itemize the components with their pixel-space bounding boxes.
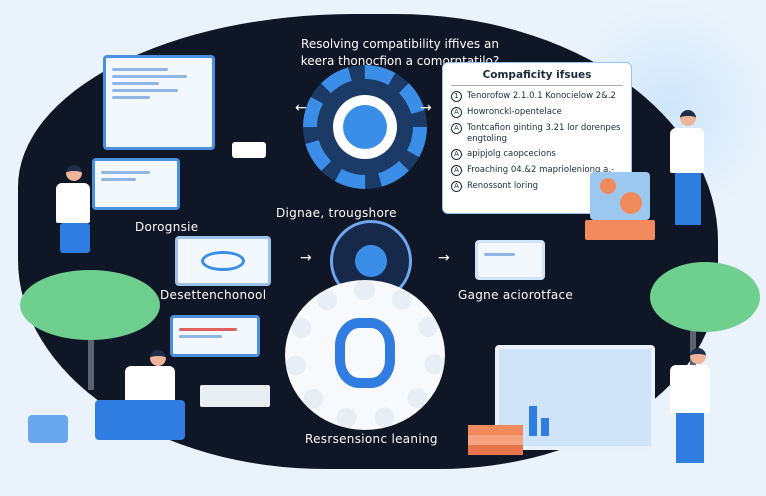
plant-pot xyxy=(28,415,68,443)
blue-gear-icon xyxy=(303,65,427,189)
label-resolution-learning: Resrsensionc leaning xyxy=(305,432,438,446)
steps xyxy=(468,425,523,455)
laptop xyxy=(475,240,545,280)
arrow-right-icon: → xyxy=(420,100,432,116)
person-torso xyxy=(670,128,704,173)
chart-screen xyxy=(170,315,260,357)
issue-item: A Froaching 04.&2 maprioleniong a.- xyxy=(451,165,623,176)
person-legs xyxy=(675,173,701,225)
issue-number: A xyxy=(451,165,462,176)
issue-text: Tenorofow 2.1.0.1 Konocielow 2&.2 xyxy=(467,91,616,101)
label-detection-tool: Desettenchonool xyxy=(160,288,267,302)
person-torso xyxy=(56,183,90,223)
code-screen-top xyxy=(103,55,215,150)
person-head xyxy=(66,165,82,181)
person-legs xyxy=(676,413,704,463)
issue-number: A xyxy=(451,107,462,118)
label-gagne-interface: Gagne aciorotface xyxy=(458,288,574,302)
issue-item: A Howronckl-opentelace xyxy=(451,107,623,118)
person-torso xyxy=(125,366,175,402)
issue-item: A Tontcafion ginting 3.21 lor dorenpes en… xyxy=(451,123,623,144)
person-head xyxy=(680,110,696,126)
label-diagnose: Dorognsie xyxy=(135,220,199,234)
label-diagnose-troubleshoot: Dignae, trougshore xyxy=(276,206,397,220)
chair xyxy=(95,400,185,440)
person-head xyxy=(150,350,166,366)
person-torso xyxy=(670,365,710,413)
white-gear-icon xyxy=(285,280,445,430)
tree-right xyxy=(650,262,760,332)
issue-number: A xyxy=(451,149,462,160)
chair xyxy=(60,223,90,253)
issue-text: apipjolg caopcecions xyxy=(467,149,556,159)
arrow-left-icon: ← xyxy=(295,100,307,116)
small-card xyxy=(232,142,266,158)
desk-drawing xyxy=(200,385,270,407)
arrow-right-icon: → xyxy=(438,250,450,266)
issue-text: Froaching 04.&2 maprioleniong a.- xyxy=(467,165,615,175)
issues-heading: Compaficity ifsues xyxy=(451,69,623,86)
person-head xyxy=(690,348,706,364)
board-with-circles xyxy=(590,172,650,220)
issue-text: Renossont loring xyxy=(467,181,539,191)
tree-left xyxy=(20,270,160,340)
compatibility-issues-card: Compaficity ifsues 1 Tenorofow 2.1.0.1 Ko… xyxy=(442,62,632,214)
issue-number: A xyxy=(451,181,462,192)
tree-trunk xyxy=(88,300,94,390)
issue-text: Tontcafion ginting 3.21 lor dorenpes eng… xyxy=(467,123,621,144)
detection-box xyxy=(175,236,271,286)
issue-number: A xyxy=(451,123,462,134)
issue-text: Howronckl-opentelace xyxy=(467,107,562,117)
issue-item: 1 Tenorofow 2.1.0.1 Konocielow 2&.2 xyxy=(451,91,623,102)
issue-number: 1 xyxy=(451,91,462,102)
arrow-right-icon: → xyxy=(300,250,312,266)
issue-item: A Renossont loring xyxy=(451,181,623,192)
monitor-left xyxy=(92,158,180,210)
desk xyxy=(585,220,655,240)
